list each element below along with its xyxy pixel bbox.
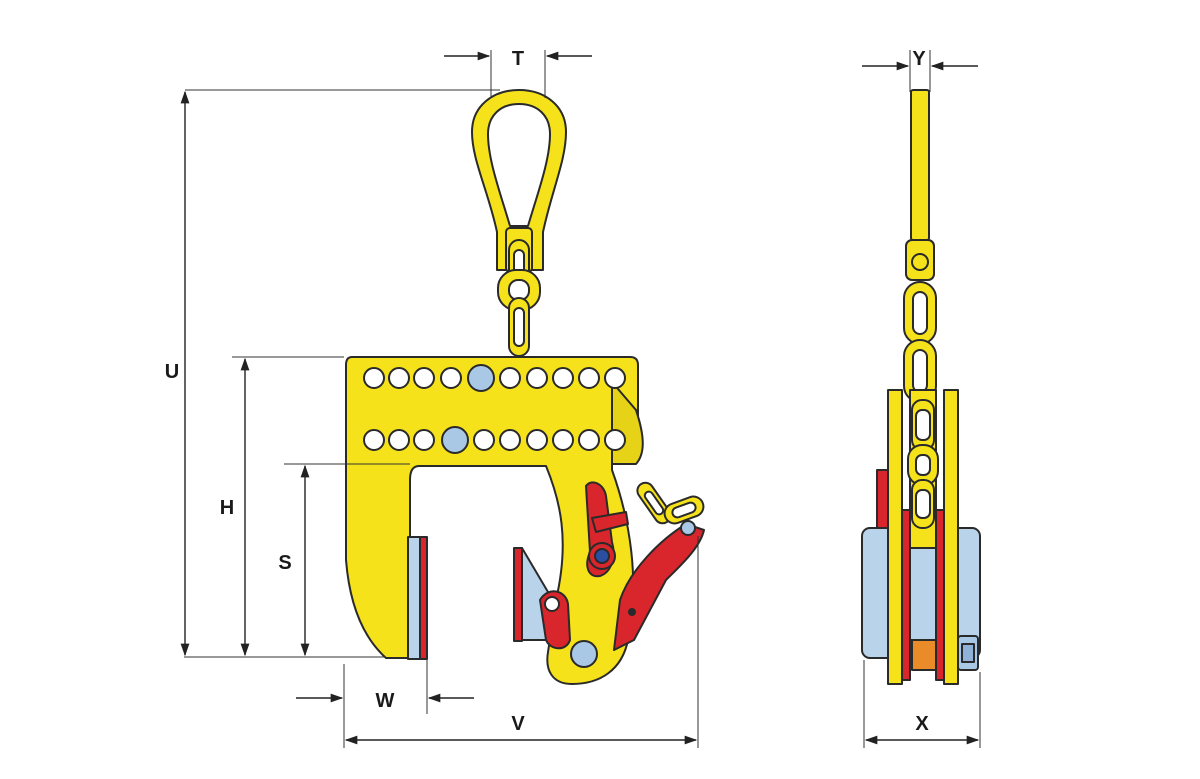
dim-y-label: Y xyxy=(912,48,926,70)
dim-v-label: V xyxy=(511,713,525,735)
side-plate-right xyxy=(943,389,959,685)
cam-lever xyxy=(585,481,629,578)
dim-u-label: U xyxy=(165,361,179,383)
chain-side xyxy=(903,281,937,403)
front-view xyxy=(345,89,705,685)
chain-front xyxy=(497,239,541,357)
right-jaw-pad xyxy=(513,547,571,650)
dim-s-label: S xyxy=(278,552,291,574)
handle-chain xyxy=(636,481,705,525)
side-plate-left xyxy=(887,389,903,685)
lever-pin xyxy=(594,548,610,564)
left-jaw-pad xyxy=(407,536,428,660)
hole-row-top xyxy=(363,364,626,392)
locking-handle xyxy=(613,481,705,651)
cam-pin xyxy=(570,640,598,668)
hole-row-bottom xyxy=(363,426,626,454)
dimensions: U H S T W V Y X xyxy=(165,48,981,748)
dim-w-label: W xyxy=(376,690,395,712)
side-eye-bar xyxy=(910,89,930,241)
pin-bottom xyxy=(441,426,469,454)
pin-top xyxy=(467,364,495,392)
dim-h-label: H xyxy=(220,497,234,519)
dim-x-label: X xyxy=(915,713,929,735)
side-view xyxy=(861,89,981,685)
dim-t-label: T xyxy=(512,48,524,70)
